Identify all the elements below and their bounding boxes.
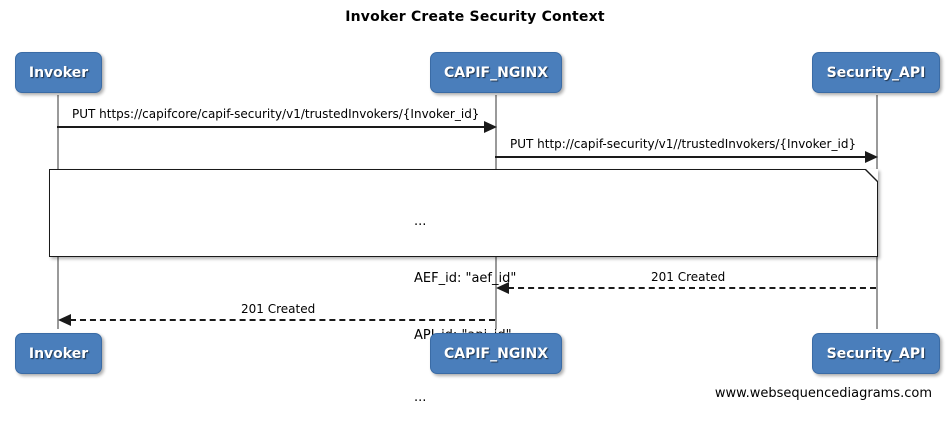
arrowhead-right-icon — [865, 151, 878, 163]
source-watermark: www.websequencediagrams.com — [714, 386, 932, 401]
message-label-2: PUT http://capif-security/v1//trustedInv… — [510, 137, 857, 151]
message-line-1 — [57, 126, 491, 128]
participant-security-api-top[interactable]: Security_API — [812, 52, 940, 93]
note-content: ... AEF_id: "aef_id" API_id: "api_id" ..… — [414, 174, 516, 445]
note-line-1: ... — [414, 214, 427, 229]
participant-label: Security_API — [826, 345, 926, 362]
note-box — [49, 169, 878, 257]
arrowhead-right-icon — [484, 121, 497, 133]
arrowhead-left-icon — [496, 282, 509, 294]
message-line-4 — [70, 319, 495, 321]
participant-label: CAPIF_NGINX — [443, 64, 549, 81]
arrowhead-left-icon — [58, 314, 71, 326]
participant-label: Invoker — [28, 64, 89, 81]
participant-capif-nginx-bottom[interactable]: CAPIF_NGINX — [430, 333, 562, 374]
message-line-2 — [495, 156, 872, 158]
sequence-diagram-canvas: Invoker Create Security Context Invoker … — [15, 9, 940, 405]
note-fold-corner-icon — [866, 169, 878, 181]
note-line-4: ... — [414, 390, 427, 405]
participant-security-api-bottom[interactable]: Security_API — [812, 333, 940, 374]
participant-label: Invoker — [28, 345, 89, 362]
participant-capif-nginx-top[interactable]: CAPIF_NGINX — [430, 52, 562, 93]
message-label-3: 201 Created — [651, 270, 726, 284]
message-label-4: 201 Created — [241, 302, 316, 316]
participant-invoker-bottom[interactable]: Invoker — [15, 333, 102, 374]
diagram-title: Invoker Create Security Context — [345, 9, 605, 25]
participant-label: CAPIF_NGINX — [443, 345, 549, 362]
message-label-1: PUT https://capifcore/capif-security/v1/… — [72, 107, 480, 121]
participant-invoker-top[interactable]: Invoker — [15, 52, 102, 93]
participant-label: Security_API — [826, 64, 926, 81]
message-line-3 — [508, 287, 876, 289]
